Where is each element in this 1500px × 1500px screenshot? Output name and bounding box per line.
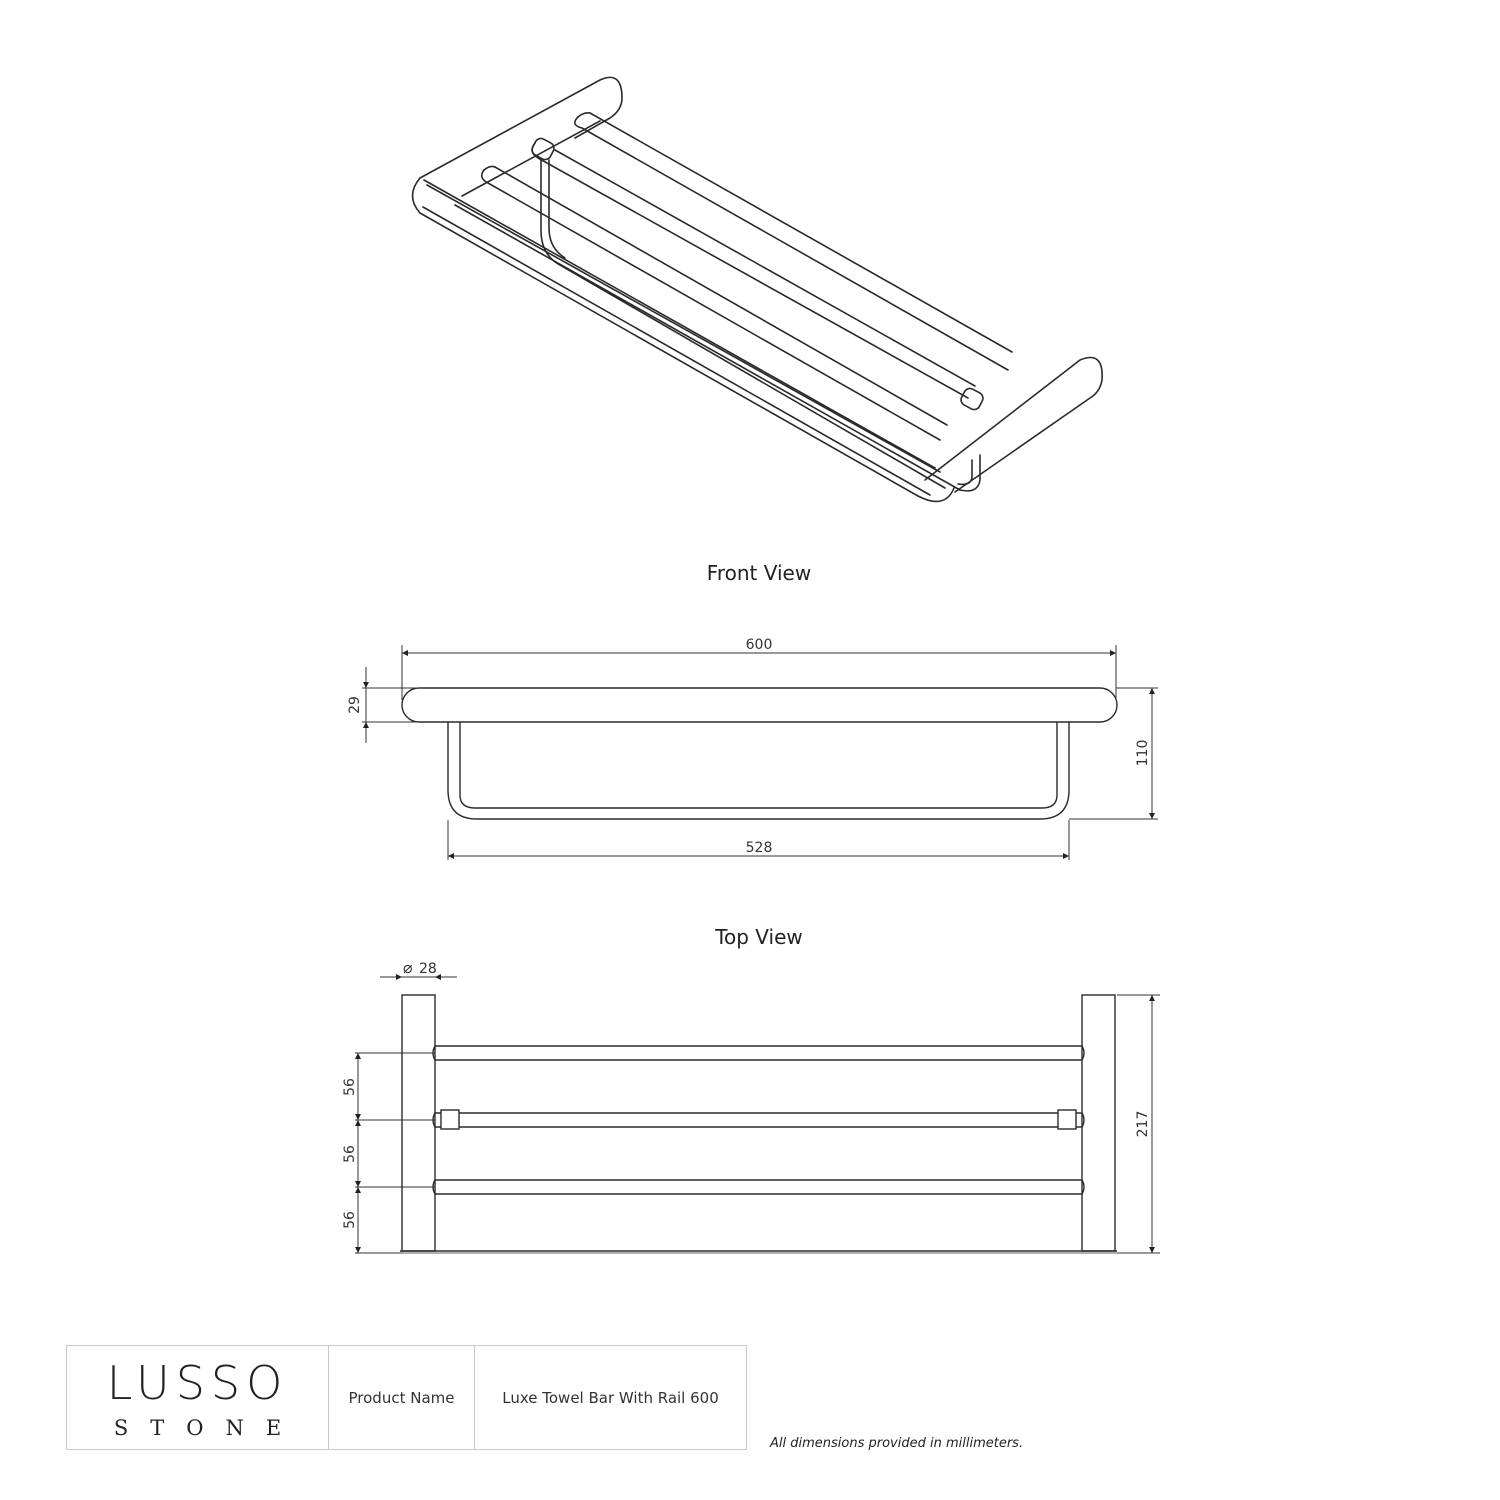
product-name-label: Product Name bbox=[329, 1346, 475, 1449]
units-note: All dimensions provided in millimeters. bbox=[770, 1436, 1024, 1451]
front-view-title: Front View bbox=[706, 561, 812, 585]
product-name-value: Luxe Towel Bar With Rail 600 bbox=[502, 1388, 719, 1407]
diameter-symbol: ⌀ bbox=[403, 958, 413, 977]
dim-diameter: 28 bbox=[419, 961, 437, 977]
dim-total-height: 110 bbox=[1135, 740, 1151, 767]
front-view-dimensions bbox=[362, 645, 1158, 860]
dim-spacing-2: 56 bbox=[342, 1145, 358, 1163]
brand-logo: LUSSO STONE bbox=[67, 1346, 329, 1449]
top-view-dimensions bbox=[355, 974, 1160, 1254]
dim-overall-width: 600 bbox=[746, 637, 773, 653]
front-view bbox=[401, 687, 1118, 820]
brand-logo-main: LUSSO bbox=[106, 1355, 289, 1410]
top-view bbox=[400, 994, 1117, 1254]
brand-logo-sub: STONE bbox=[113, 1415, 304, 1440]
dim-bar-height: 29 bbox=[347, 696, 363, 714]
dim-spacing-1: 56 bbox=[342, 1078, 358, 1096]
dim-spacing-3: 56 bbox=[342, 1211, 358, 1229]
title-block: LUSSO STONE Product Name Luxe Towel Bar … bbox=[66, 1345, 747, 1450]
top-view-title: Top View bbox=[715, 925, 803, 949]
isometric-view bbox=[411, 76, 1103, 503]
dim-rail-width: 528 bbox=[746, 840, 773, 856]
dim-depth: 217 bbox=[1135, 1111, 1151, 1138]
